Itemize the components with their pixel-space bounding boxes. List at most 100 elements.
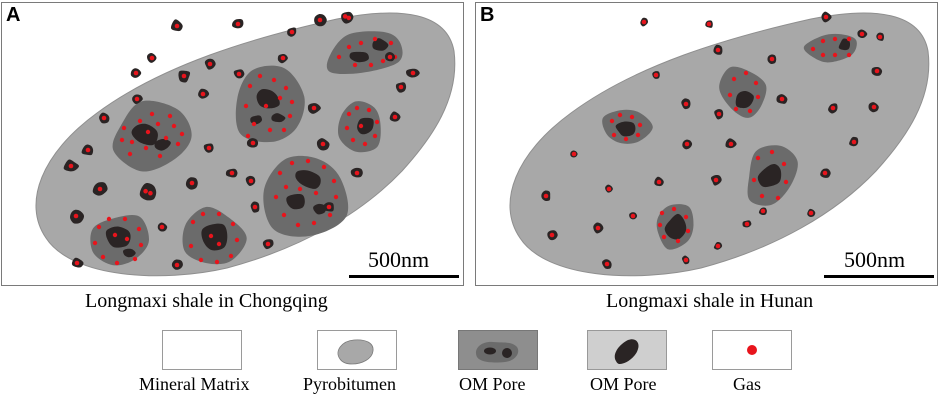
gas-molecule [716,111,722,117]
scale-bar [349,275,459,278]
gas-molecule [683,101,689,107]
gas-molecule [635,132,641,138]
gas-molecule [149,55,155,61]
gas-molecule [657,222,663,228]
gas-molecule [366,107,372,113]
gas-molecule [321,164,327,170]
gas-molecule [781,161,787,167]
gas-molecule [73,213,79,219]
gas-molecule [656,179,662,185]
gas-molecule [755,94,761,100]
gas-molecule [263,103,269,109]
om-pore [349,51,369,63]
gas-molecule [112,232,118,238]
gas-molecule [380,58,386,64]
gas-molecule [248,178,254,184]
gas-molecule [317,17,323,23]
gas-molecule [731,76,737,82]
gas-molecule [362,141,368,147]
om-pore [664,213,687,240]
gas-molecule [68,163,74,169]
gas-molecule [171,123,177,129]
gas-molecule [271,77,277,83]
pyrobitumen-blob-icon [337,339,374,365]
gas-molecule [846,52,852,58]
om-pore [313,203,326,215]
gas-molecule [346,15,352,21]
legend-om-pore-2-swatch [587,330,667,370]
gas-molecule [313,190,319,196]
gas-molecule [289,99,295,105]
gas-molecule [229,170,235,176]
gas-molecule [822,170,828,176]
gas-molecule [609,118,615,124]
gas-molecule [198,257,204,263]
gas-molecule [410,70,416,76]
gas-molecule [155,121,161,127]
panel-a-diagram [35,11,456,277]
caption-b: Longmaxi shale in Hunan [606,290,814,312]
gas-molecule [200,91,206,97]
gas-molecule [252,204,258,210]
gas-molecule [617,112,623,118]
gas-molecule [167,113,173,119]
gas-molecule [832,52,838,58]
gas-molecule [97,186,103,192]
gas-molecule [543,193,549,199]
gas-molecule [728,141,734,147]
gas-molecule [759,193,765,199]
panel-b-letter: B [480,4,495,26]
om-pore [357,117,374,135]
gas-molecule [684,141,690,147]
gas-molecule [388,40,394,46]
gas-molecule [683,214,689,220]
gas-molecule [289,160,295,166]
gas-molecule [137,118,143,124]
om-pore [757,163,782,188]
gas-molecule [133,70,139,76]
om-pore [372,38,389,51]
gas-molecule [119,137,125,143]
gas-molecule [706,21,712,27]
gas-molecule [358,123,364,129]
gas-molecule [350,137,356,143]
scale-label: 500nm [844,247,906,272]
gas-molecule [149,111,155,117]
gas-molecule [820,38,826,44]
gas-molecule [354,170,360,176]
panel-a: A 500nm [1,2,464,286]
gas-molecule [136,226,142,232]
om-pore [838,38,851,51]
gas-molecule [358,40,364,46]
gas-molecule [250,140,256,146]
gas-molecule [132,256,138,262]
gas-molecule [174,262,180,268]
gas-molecule [181,73,187,79]
gas-molecule [659,210,665,216]
gas-molecule [398,84,404,90]
gas-molecule [243,103,249,109]
gas-molecule [333,194,339,200]
gas-molecule [235,21,241,27]
gas-molecule [143,188,148,194]
gas-molecule [779,96,785,102]
gas-molecule [216,211,222,217]
gas-molecule [611,132,617,138]
gas-molecule [85,147,91,153]
gas-molecule [148,190,153,196]
om-pore [154,139,171,151]
gas-molecule [163,135,169,141]
legend-gas-label: Gas [733,374,761,394]
gas-molecule [295,222,301,228]
legend-pyrobitumen-swatch [317,330,397,370]
gas-molecule [372,133,378,139]
gas-molecule [245,133,251,139]
gas-molecule [122,216,128,222]
gas-molecule [174,23,180,29]
gas-molecule [606,186,612,192]
gas-molecule [331,178,337,184]
gas-molecule [280,55,286,61]
gas-molecule [733,106,739,112]
scale-label: 500nm [368,247,430,272]
gas-molecule [820,52,826,58]
